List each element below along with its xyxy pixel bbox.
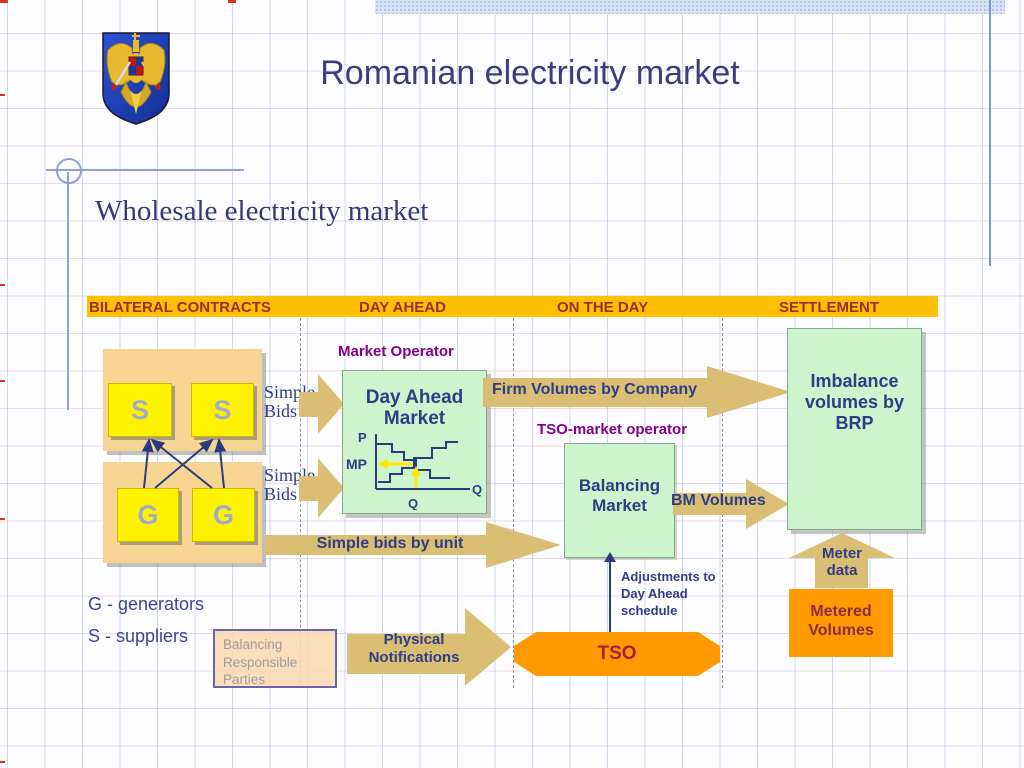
slide-subtitle: Wholesale electricity market bbox=[95, 195, 429, 227]
tso-to-balancing-arrow bbox=[609, 560, 611, 632]
day-ahead-market-label: Day Ahead Market bbox=[365, 387, 464, 430]
dam-chart-q-value-label: Q bbox=[408, 496, 418, 510]
template-vertical-rule-left bbox=[67, 172, 69, 410]
tso-node: TSO bbox=[514, 632, 720, 676]
dam-price-chart: P MP Q Q bbox=[346, 430, 482, 510]
red-tick bbox=[228, 0, 236, 3]
firm-volumes-arrow bbox=[483, 363, 791, 418]
simple-bids-by-unit-label: Simple bids by unit bbox=[316, 535, 464, 552]
supplier-node-2: S bbox=[191, 383, 254, 437]
phase-separator-1 bbox=[300, 318, 301, 688]
red-tick bbox=[0, 0, 8, 3]
imbalance-volumes-box: Imbalance volumes by BRP bbox=[787, 328, 922, 530]
dam-chart-q-axis-label: Q bbox=[472, 482, 482, 497]
legend-generators: G - generators bbox=[88, 594, 205, 614]
market-operator-caption: Market Operator bbox=[338, 343, 454, 360]
metered-volumes-label: Metered Volumes bbox=[808, 603, 874, 640]
balancing-market-label: Balancing Market bbox=[578, 476, 661, 515]
tso-label: TSO bbox=[597, 643, 637, 664]
dam-chart-p-label: P bbox=[358, 430, 367, 445]
bm-volumes-arrow bbox=[673, 477, 789, 529]
dam-chart-mp-label: MP bbox=[346, 456, 367, 472]
red-tick bbox=[0, 380, 5, 382]
generator-supplier-arrows bbox=[141, 438, 227, 489]
simple-bids-bottom-arrow bbox=[299, 458, 344, 518]
supplier-label: S bbox=[213, 394, 232, 425]
red-tick bbox=[0, 518, 5, 520]
meter-data-label: Meter data bbox=[821, 545, 862, 580]
romanian-coat-of-arms bbox=[100, 30, 172, 128]
physical-notifications-arrow bbox=[347, 608, 511, 686]
metered-volumes-box: Metered Volumes bbox=[789, 589, 893, 657]
template-vertical-rule-right bbox=[989, 0, 991, 266]
tso-market-operator-caption: TSO-market operator bbox=[537, 421, 688, 438]
top-dotted-band bbox=[375, 0, 1005, 14]
phase-on-the-day: ON THE DAY bbox=[557, 299, 649, 316]
physical-notifications-label: Physical Notifications bbox=[368, 631, 460, 666]
red-tick bbox=[0, 284, 5, 286]
balancing-responsible-parties-label: Balancing Responsible Parties bbox=[223, 637, 298, 688]
demand-curve bbox=[376, 443, 450, 479]
firm-volumes-label: Firm Volumes by Company bbox=[492, 381, 698, 398]
supplier-node-1: S bbox=[108, 383, 172, 437]
generator-label: G bbox=[137, 499, 159, 530]
template-horizontal-rule bbox=[46, 169, 244, 171]
balancing-responsible-parties-box: Balancing Responsible Parties bbox=[213, 629, 337, 688]
imbalance-volumes-label: Imbalance volumes by BRP bbox=[804, 371, 905, 434]
tso-arrowhead bbox=[604, 552, 616, 562]
meter-data-arrow bbox=[789, 533, 895, 588]
phase-day-ahead: DAY AHEAD bbox=[359, 299, 446, 316]
page-title: Romanian electricity market bbox=[320, 54, 740, 92]
supplier-label: S bbox=[130, 394, 149, 425]
simple-bids-by-unit-arrow bbox=[265, 522, 561, 568]
supply-curve bbox=[378, 441, 458, 483]
timeline-band bbox=[87, 296, 938, 317]
phase-separator-2 bbox=[513, 318, 514, 688]
red-tick bbox=[0, 761, 5, 763]
phase-settlement: SETTLEMENT bbox=[779, 299, 879, 316]
template-circle-ornament bbox=[56, 158, 82, 184]
red-tick bbox=[0, 94, 5, 96]
generator-label: G bbox=[212, 499, 234, 530]
phase-bilateral-contracts: BILATERAL CONTRACTS bbox=[89, 299, 271, 316]
balancing-market-box: Balancing Market bbox=[564, 443, 675, 558]
coat-of-arms-graphic bbox=[102, 32, 170, 125]
bm-volumes-label: BM Volumes bbox=[671, 492, 766, 509]
simple-bids-top-arrow bbox=[299, 374, 344, 434]
generator-node-1: G bbox=[117, 488, 179, 542]
legend-suppliers: S - suppliers bbox=[88, 626, 189, 646]
generator-node-2: G bbox=[192, 488, 255, 542]
adjustments-label: Adjustments to Day Ahead schedule bbox=[621, 569, 716, 618]
